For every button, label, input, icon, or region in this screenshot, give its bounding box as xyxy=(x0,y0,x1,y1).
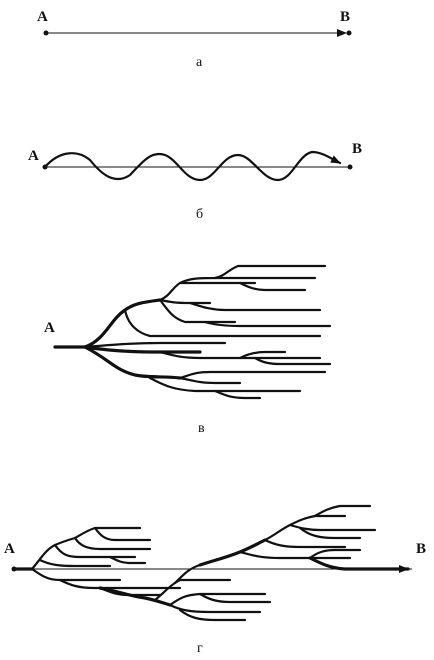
panel-a: A B а xyxy=(37,9,352,70)
panel-v: A в xyxy=(44,264,332,436)
path-to-b-arrow xyxy=(308,556,410,573)
branching-tree xyxy=(53,264,332,400)
panel-caption: а xyxy=(196,55,203,70)
panel-caption: г xyxy=(197,641,203,656)
panel-caption: б xyxy=(196,207,203,222)
point-b-label: B xyxy=(352,141,362,157)
point-b-dot xyxy=(346,30,352,36)
point-a-label: A xyxy=(37,9,48,25)
point-b-label: B xyxy=(340,9,350,25)
point-a-label: A xyxy=(44,320,55,336)
point-a-label: A xyxy=(28,148,39,164)
panel-g: A B xyxy=(4,504,426,656)
panel-caption: в xyxy=(198,421,205,436)
point-b-dot xyxy=(347,164,353,170)
point-a-label: A xyxy=(4,541,15,557)
point-b-label: B xyxy=(416,541,426,557)
wavy-path-arrow xyxy=(43,150,342,182)
branching-tree xyxy=(12,504,410,622)
panel-b: A B б xyxy=(28,141,362,222)
